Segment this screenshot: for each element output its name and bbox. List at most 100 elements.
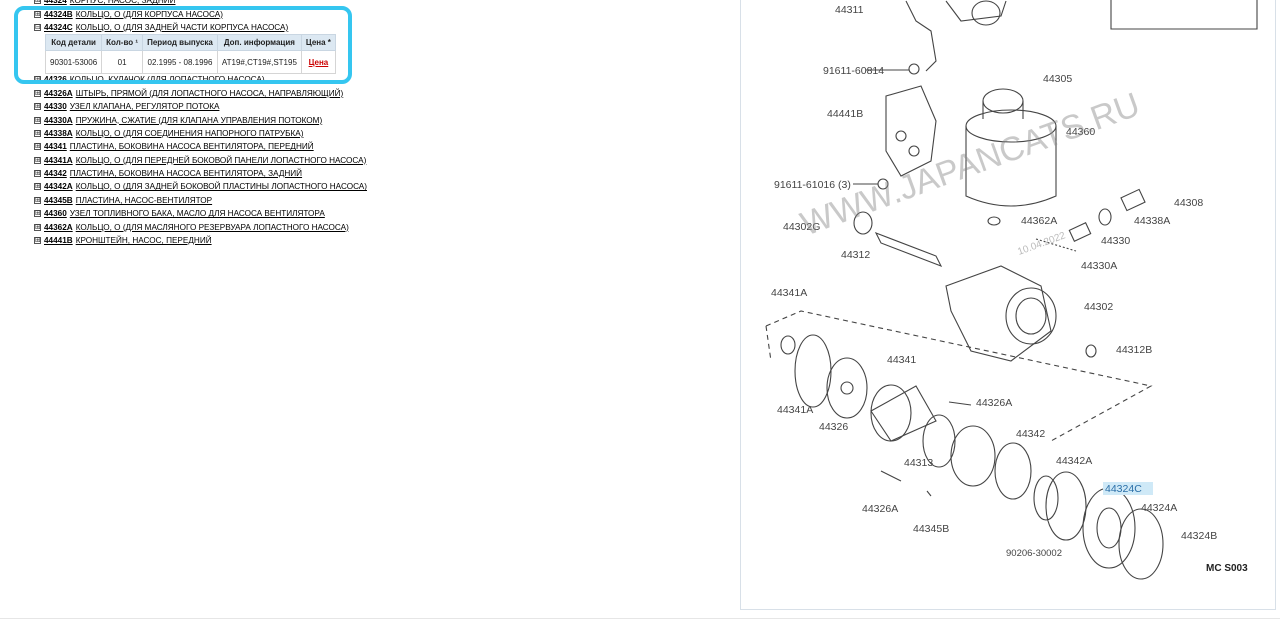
cell-quantity: 01	[101, 50, 144, 74]
part-description-link[interactable]: КОРПУС, НАСОС, ЗАДНИЙ	[69, 0, 176, 6]
price-link[interactable]: Цена	[308, 57, 329, 67]
figure-code: MC S003	[1206, 563, 1248, 574]
collapse-toggle-icon[interactable]: ⊟	[34, 22, 41, 31]
part-code-link[interactable]: 44324C	[44, 22, 73, 32]
label-44330[interactable]: 44330	[1101, 235, 1130, 247]
label-44324C[interactable]: 44324C	[1105, 483, 1142, 495]
part-description-link[interactable]: КОЛЬЦО, О (ДЛЯ КОРПУСА НАСОСА)	[75, 9, 223, 19]
label-44311[interactable]: 44311	[835, 4, 864, 16]
label-44441B[interactable]: 44441B	[827, 108, 863, 120]
part-description-link[interactable]: КОЛЬЦО, О (ДЛЯ МАСЛЯНОГО РЕЗЕРВУАРА ЛОПА…	[75, 222, 349, 232]
label-91611-61016[interactable]: 91611-61016 (3)	[774, 179, 851, 191]
label-44342A[interactable]: 44342A	[1056, 455, 1092, 467]
page-divider	[0, 618, 1280, 619]
expand-toggle-icon[interactable]: ⊞	[34, 195, 41, 204]
part-description-link[interactable]: УЗЕЛ КЛАПАНА, РЕГУЛЯТОР ПОТОКА	[69, 102, 220, 112]
expand-toggle-icon[interactable]: ⊞	[34, 209, 41, 218]
expand-toggle-icon[interactable]: ⊞	[34, 9, 41, 18]
expand-toggle-icon[interactable]: ⊞	[34, 128, 41, 137]
label-44338A[interactable]: 44338A	[1134, 215, 1170, 227]
part-code-link[interactable]: 44324B	[44, 9, 73, 19]
label-44312[interactable]: 44312	[841, 249, 870, 261]
part-description-link[interactable]: ПЛАСТИНА, БОКОВИНА НАСОСА ВЕНТИЛЯТОРА, П…	[69, 142, 314, 152]
part-description-link[interactable]: КОЛЬЦО, КУЛАЧОК (ДЛЯ ЛОПАСТНОГО НАСОСА)	[69, 75, 265, 85]
label-44341A-top[interactable]: 44341A	[771, 287, 807, 299]
label-91611-60814[interactable]: 91611-60814	[823, 65, 884, 77]
part-description-link[interactable]: ПЛАСТИНА, НАСОС-ВЕНТИЛЯТОР	[75, 195, 213, 205]
expand-toggle-icon[interactable]: ⊞	[34, 88, 41, 97]
part-description-link[interactable]: ШТЫРЬ, ПРЯМОЙ (ДЛЯ ЛОПАСТНОГО НАСОСА, НА…	[75, 88, 344, 98]
expand-toggle-icon[interactable]: ⊞	[34, 169, 41, 178]
part-description-link[interactable]: КОЛЬЦО, О (ДЛЯ ЗАДНЕЙ ЧАСТИ КОРПУСА НАСО…	[75, 22, 289, 32]
part-code-link[interactable]: 44441B	[44, 236, 73, 246]
label-90206-30002[interactable]: 90206-30002	[1006, 548, 1062, 559]
part-code-link[interactable]: 44342	[44, 169, 67, 179]
part-oring-44341A	[794, 334, 832, 408]
part-description-link[interactable]: КОЛЬЦО, О (ДЛЯ ЗАДНЕЙ БОКОВОЙ ПЛАСТИНЫ Л…	[75, 182, 367, 192]
part-code-link[interactable]: 44341A	[44, 155, 73, 165]
part-description-link[interactable]: ПРУЖИНА, СЖАТИЕ (ДЛЯ КЛАПАНА УПРАВЛЕНИЯ …	[75, 115, 323, 125]
expand-toggle-icon[interactable]: ⊞	[34, 236, 41, 245]
label-44342[interactable]: 44342	[1016, 428, 1045, 440]
expand-toggle-icon[interactable]: ⊞	[34, 115, 41, 124]
expand-toggle-icon[interactable]: ⊞	[34, 155, 41, 164]
expand-toggle-icon[interactable]: ⊞	[34, 182, 41, 191]
label-44302G[interactable]: 44302G	[783, 221, 820, 233]
label-44308[interactable]: 44308	[1174, 197, 1203, 209]
part-description-link[interactable]: УЗЕЛ ТОПЛИВНОГО БАКА, МАСЛО ДЛЯ НАСОСА В…	[69, 209, 325, 219]
expand-toggle-icon[interactable]: ⊞	[34, 102, 41, 111]
label-44312B[interactable]: 44312B	[1116, 344, 1152, 356]
label-44345B[interactable]: 44345B	[913, 523, 949, 535]
part-description-link[interactable]: КОЛЬЦО, О (ДЛЯ СОЕДИНЕНИЯ НАПОРНОГО ПАТР…	[75, 128, 304, 138]
expand-toggle-icon[interactable]: ⊞	[34, 142, 41, 151]
part-code-link[interactable]: 44362A	[44, 222, 73, 232]
part-code-link[interactable]: 44341	[44, 142, 67, 152]
assembly-dashed-line	[765, 310, 1153, 442]
label-44341A-bottom[interactable]: 44341A	[777, 404, 813, 416]
label-44313[interactable]: 44313	[904, 457, 933, 469]
part-code-link[interactable]: 44345B	[44, 195, 73, 205]
part-code-link[interactable]: 44360	[44, 209, 67, 219]
part-code-link[interactable]: 44330A	[44, 115, 73, 125]
label-44341[interactable]: 44341	[887, 354, 916, 366]
part-code-link[interactable]: 44326A	[44, 88, 73, 98]
label-44326A-bottom[interactable]: 44326A	[862, 503, 898, 515]
part-code-link[interactable]: 44342A	[44, 182, 73, 192]
label-44302[interactable]: 44302	[1084, 301, 1113, 313]
part-description-link[interactable]: КРОНШТЕЙН, НАСОС, ПЕРЕДНИЙ	[75, 236, 212, 246]
part-description-link[interactable]: КОЛЬЦО, О (ДЛЯ ПЕРЕДНЕЙ БОКОВОЙ ПАНЕЛИ Л…	[75, 155, 367, 165]
expand-toggle-icon[interactable]: ⊞	[34, 0, 41, 5]
label-44362A[interactable]: 44362A	[1021, 215, 1057, 227]
part-oring-44324C	[1045, 471, 1087, 541]
label-44305[interactable]: 44305	[1043, 73, 1072, 85]
label-44326[interactable]: 44326	[819, 421, 848, 433]
label-44330A[interactable]: 44330A	[1081, 260, 1117, 272]
part-detail-table: Код детали Кол-во ¹ Период выпуска Доп. …	[44, 34, 336, 74]
label-44360[interactable]: 44360	[1066, 126, 1095, 138]
part-code-link[interactable]: 44324	[44, 0, 67, 6]
part-code-link[interactable]: 44338A	[44, 128, 73, 138]
part-code-link[interactable]: 44326	[44, 75, 67, 85]
label-44326A-top[interactable]: 44326A	[976, 397, 1012, 409]
part-description-link[interactable]: ПЛАСТИНА, БОКОВИНА НАСОСА ВЕНТИЛЯТОРА, З…	[69, 169, 303, 179]
expand-toggle-icon[interactable]: ⊞	[34, 222, 41, 231]
parts-diagram-panel[interactable]: 44311 91611-60814 44305 44441B 44360 916…	[740, 0, 1276, 610]
label-44324B[interactable]: 44324B	[1181, 530, 1217, 542]
label-44324A[interactable]: 44324A	[1141, 502, 1177, 514]
part-code-link[interactable]: 44330	[44, 102, 67, 112]
